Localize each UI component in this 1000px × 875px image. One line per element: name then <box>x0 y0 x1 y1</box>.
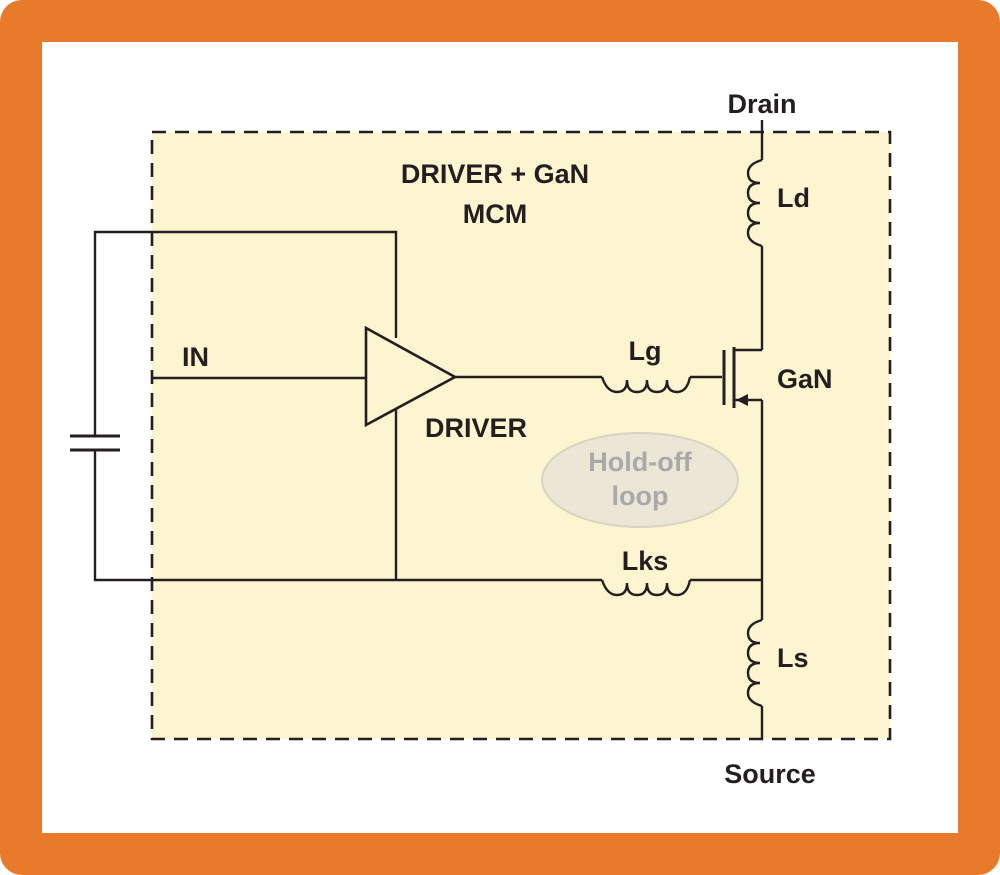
ld-inductor <box>746 158 763 248</box>
lks-inductor <box>600 579 692 597</box>
gan-label: GaN <box>777 364 833 394</box>
in-label: IN <box>182 342 209 372</box>
title-line1: DRIVER + GaN <box>401 159 589 189</box>
holdoff-label-line2: loop <box>612 481 669 511</box>
drain-label: Drain <box>727 89 796 119</box>
lks-label: Lks <box>622 546 669 576</box>
ls-label: Ls <box>777 643 809 673</box>
holdoff-loop-ellipse <box>541 432 739 528</box>
gan-arrow <box>736 394 748 406</box>
ls-inductor <box>746 618 763 708</box>
driver-amplifier <box>364 325 458 428</box>
lg-inductor <box>600 376 692 394</box>
holdoff-label-line1: Hold-off <box>588 447 692 477</box>
ld-label: Ld <box>777 183 810 213</box>
lg-label: Lg <box>629 336 662 366</box>
capacitor-loop-wire <box>93 230 762 582</box>
lks-gap-mask <box>602 577 690 583</box>
driver-label: DRIVER <box>425 413 527 443</box>
title-line2: MCM <box>463 199 527 229</box>
source-label: Source <box>724 759 816 789</box>
